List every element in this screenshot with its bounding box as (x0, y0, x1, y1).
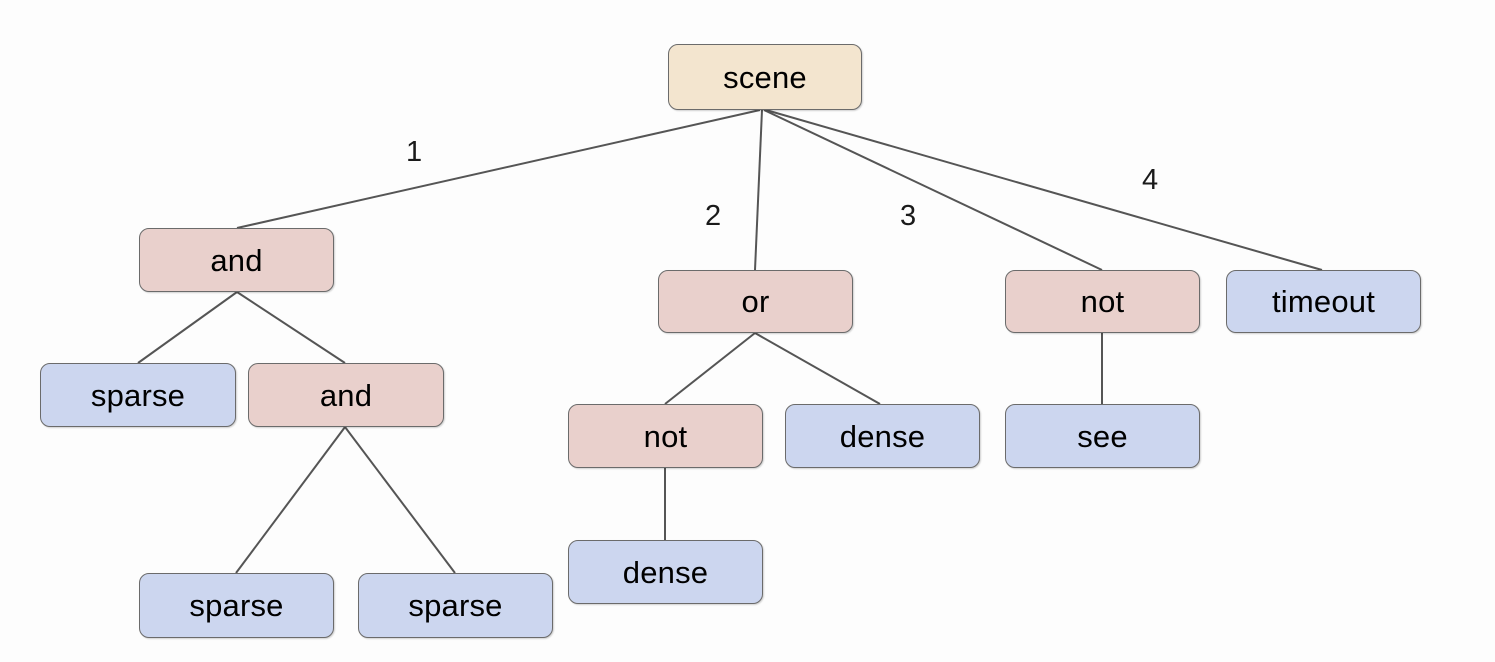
node-label: sparse (189, 588, 284, 623)
edge-or1-to-not2 (664, 332, 756, 405)
node-sparse3[interactable]: sparse (358, 573, 553, 638)
edge-or1-to-dense1 (754, 332, 881, 405)
node-label: scene (723, 59, 807, 95)
node-timeout1[interactable]: timeout (1226, 270, 1421, 333)
node-and1[interactable]: and (139, 228, 334, 292)
node-scene[interactable]: scene (668, 44, 862, 110)
edge-scene-to-or1 (754, 109, 763, 271)
node-label: see (1077, 418, 1128, 454)
node-not2[interactable]: not (568, 404, 763, 468)
edge-and1-to-sparse1 (137, 291, 238, 364)
edge-scene-to-timeout1 (765, 109, 1323, 271)
node-dense1[interactable]: dense (785, 404, 980, 468)
node-label: not (1080, 284, 1125, 319)
edge-label-1: 1 (406, 136, 423, 168)
edge-and2-to-sparse2 (235, 426, 346, 574)
node-label: sparse (90, 377, 186, 413)
node-or1[interactable]: or (658, 270, 853, 333)
node-label: not (643, 418, 688, 454)
node-see1[interactable]: see (1005, 404, 1200, 468)
edge-label-2: 2 (705, 200, 722, 232)
edge-scene-to-and1 (236, 109, 761, 229)
edge-scene-to-not1 (763, 109, 1103, 271)
node-label: timeout (1271, 284, 1376, 319)
node-dense2[interactable]: dense (568, 540, 763, 604)
node-label: dense (622, 554, 709, 590)
node-sparse2[interactable]: sparse (139, 573, 334, 638)
edge-label-3: 3 (900, 200, 917, 232)
edge-and1-to-and2 (236, 291, 346, 364)
edge-and2-to-sparse3 (344, 426, 456, 574)
node-label: sparse (408, 588, 503, 623)
node-label: dense (839, 418, 926, 454)
node-not1[interactable]: not (1005, 270, 1200, 333)
node-label: and (319, 377, 373, 413)
node-label: or (741, 284, 770, 319)
node-and2[interactable]: and (248, 363, 444, 427)
node-sparse1[interactable]: sparse (40, 363, 236, 427)
edge-label-4: 4 (1142, 164, 1159, 196)
node-label: and (210, 242, 263, 278)
